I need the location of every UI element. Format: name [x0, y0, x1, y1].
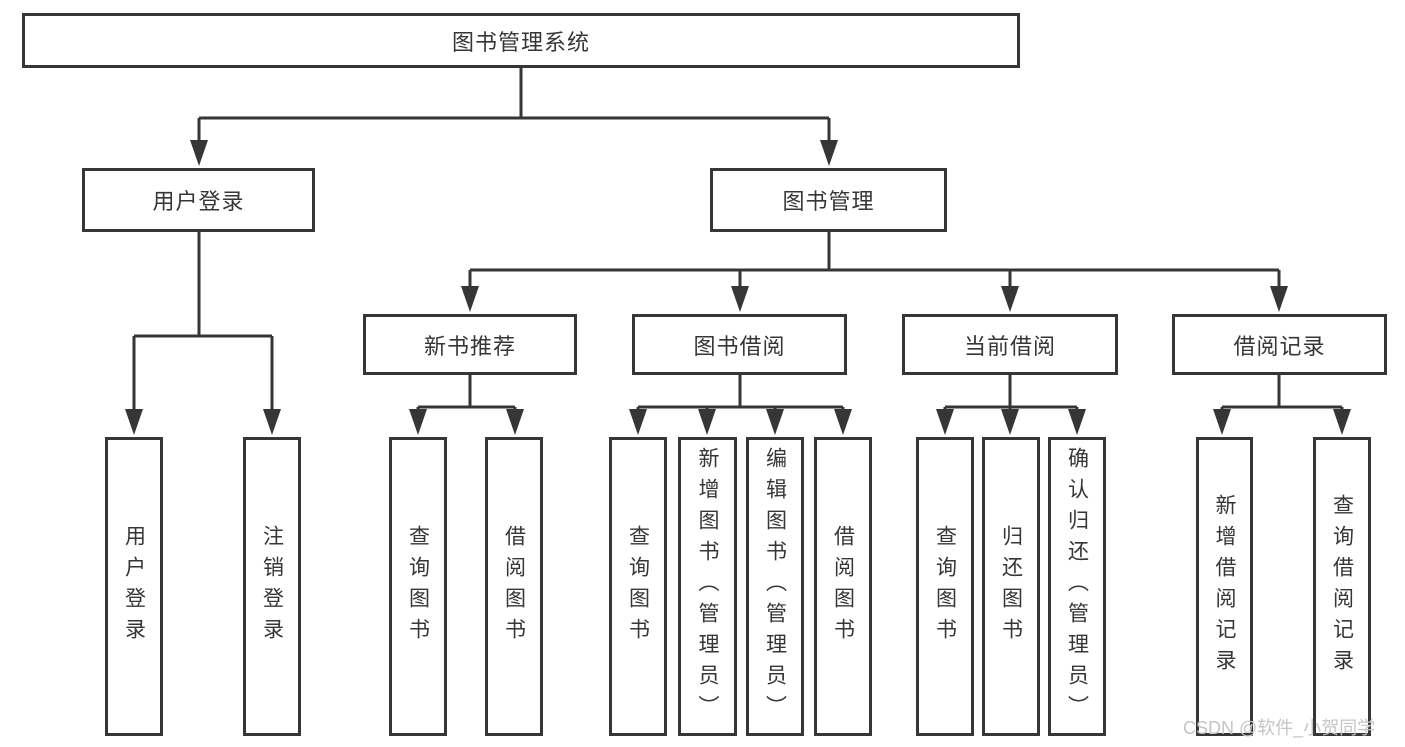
node-label: 归还图书 [999, 524, 1023, 649]
leaf-add-borrow-record: 新增借阅记录 [1196, 437, 1253, 736]
node-label: 查询图书 [406, 524, 430, 649]
node-label: 新增图书（管理员） [696, 447, 719, 726]
node-book-borrowing: 图书借阅 [632, 314, 847, 375]
node-label: 当前借阅 [963, 333, 1056, 359]
node-borrowing-records: 借阅记录 [1172, 314, 1387, 375]
leaf-borrow-books: 借阅图书 [814, 437, 872, 736]
node-new-book-recommendation: 新书推荐 [363, 314, 577, 375]
node-label: 查询图书 [933, 524, 957, 649]
node-user-login: 用户登录 [82, 168, 315, 232]
node-label: 编辑图书（管理员） [763, 447, 787, 726]
leaf-query-borrow-record: 查询借阅记录 [1313, 437, 1371, 736]
leaf-user-login: 用户登录 [105, 437, 163, 736]
node-label: 确认归还（管理员） [1065, 447, 1089, 726]
leaf-query-books: 查询图书 [389, 437, 447, 736]
node-label: 注销登录 [260, 524, 284, 649]
node-label: 图书管理系统 [451, 29, 590, 55]
node-library-management-system: 图书管理系统 [22, 13, 1020, 68]
node-label: 借阅图书 [831, 524, 855, 649]
node-label: 新书推荐 [423, 333, 516, 359]
leaf-edit-book-admin: 编辑图书（管理员） [746, 437, 804, 736]
node-label: 新增借阅记录 [1213, 493, 1236, 680]
node-current-borrowing: 当前借阅 [902, 314, 1118, 375]
leaf-add-book-admin: 新增图书（管理员） [678, 437, 737, 736]
node-label: 查询图书 [626, 524, 650, 649]
node-label: 查询借阅记录 [1330, 493, 1354, 680]
node-label: 图书借阅 [693, 333, 786, 359]
node-label: 用户登录 [152, 189, 245, 214]
connector-strokes [132, 68, 1344, 412]
node-label: 借阅记录 [1233, 333, 1326, 359]
leaf-confirm-return-admin: 确认归还（管理员） [1048, 437, 1106, 736]
node-label: 用户登录 [122, 524, 146, 649]
node-label: 借阅图书 [502, 524, 526, 649]
leaf-query-books: 查询图书 [609, 437, 667, 736]
arrowheads [125, 140, 1351, 435]
leaf-return-books: 归还图书 [982, 437, 1040, 736]
csdn-watermark: CSDN @软件_小贺同学 [1183, 718, 1376, 738]
node-book-management: 图书管理 [710, 168, 947, 232]
leaf-logout: 注销登录 [243, 437, 301, 736]
leaf-query-books: 查询图书 [916, 437, 974, 736]
node-label: 图书管理 [782, 189, 875, 214]
leaf-borrow-books: 借阅图书 [485, 437, 543, 736]
